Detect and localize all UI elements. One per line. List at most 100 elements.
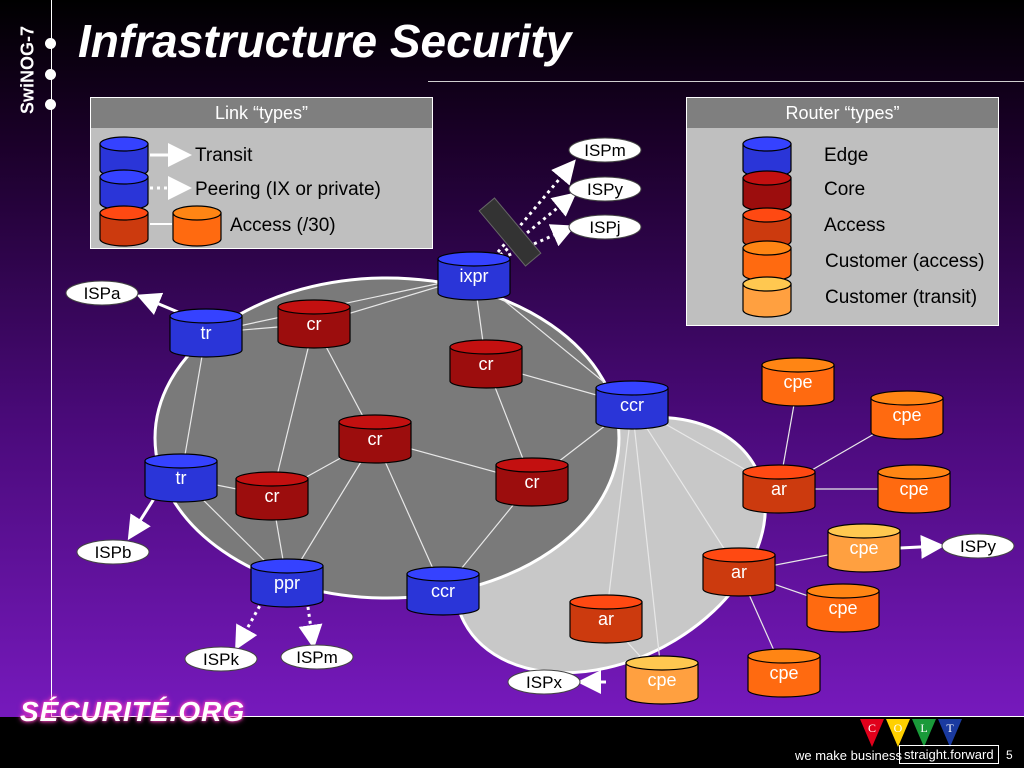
access-link <box>605 404 633 620</box>
isp-label: ISPk <box>203 650 239 669</box>
router-cr5: cr <box>235 471 309 521</box>
router-label: cr <box>307 314 322 334</box>
router-label: cpe <box>828 598 857 618</box>
isp-label: ISPm <box>584 141 626 160</box>
title-rule <box>428 81 1024 82</box>
legend-link-peering: Peering (IX or private) <box>195 179 381 200</box>
router-ixpr: ixpr <box>437 251 511 301</box>
peering-link <box>298 599 323 649</box>
legend-edge-cylinder <box>742 136 792 178</box>
router-label: cr <box>265 486 280 506</box>
router-cr2: cr <box>449 339 523 389</box>
isp-label: ISPx <box>526 673 562 692</box>
router-label: ccr <box>620 395 644 415</box>
isp-ispb: ISPb <box>76 539 150 565</box>
router-label: cpe <box>892 405 921 425</box>
router-ppr: ppr <box>250 558 324 608</box>
legend-router-core: Core <box>824 179 866 200</box>
access-link <box>374 438 444 592</box>
isp-ispj: ISPj <box>568 214 642 240</box>
router-label: ppr <box>274 573 300 593</box>
legend-cpe-cylinder <box>172 205 222 247</box>
slide-title: Infrastructure Security <box>78 15 572 67</box>
legend-link-access: Access (/30) <box>230 215 336 236</box>
router-ccr2: ccr <box>406 566 480 616</box>
isp-ispm1: ISPm <box>568 137 642 163</box>
legend-transit-cylinder <box>99 136 149 178</box>
router-cpe6: cpe <box>747 648 821 698</box>
router-label: cr <box>368 429 383 449</box>
colt-letter-o: O <box>886 719 910 747</box>
legend-router-access: Access <box>824 215 886 236</box>
page-number: 5 <box>1006 748 1013 762</box>
router-cpe7: cpe <box>625 655 699 705</box>
legend-router-customer-access: Customer (access) <box>825 251 985 272</box>
isp-ispy1: ISPy <box>568 176 642 202</box>
legend-customer-transit-cylinder <box>742 276 792 318</box>
bullet-dot <box>45 38 56 49</box>
bullet-dot <box>45 99 56 110</box>
isp-label: ISPb <box>95 543 132 562</box>
isp-label: ISPm <box>296 648 338 667</box>
footer-slogan-box: straight.forward <box>899 745 999 764</box>
router-cpe5: cpe <box>806 583 880 633</box>
legend-access-cylinder <box>742 207 792 249</box>
footer-bar <box>0 717 1024 768</box>
peering-link <box>235 599 265 651</box>
legend-link-types-header: Link “types” <box>91 98 432 128</box>
transit-link <box>899 534 945 559</box>
isp-label: ISPa <box>84 284 121 303</box>
isp-label: ISPy <box>587 180 623 199</box>
svg-text:O: O <box>894 721 903 735</box>
router-label: ar <box>771 479 787 499</box>
transit-link <box>127 493 159 541</box>
router-cr3: cr <box>338 414 412 464</box>
legend-router-types-header: Router “types” <box>687 98 998 128</box>
access-link <box>271 323 315 497</box>
ix-connector <box>478 197 542 267</box>
peering-link <box>496 159 576 253</box>
sidebar-divider <box>51 0 52 716</box>
router-cpe4: cpe <box>827 523 901 573</box>
router-ccr1: ccr <box>595 380 669 430</box>
router-label: ar <box>731 562 747 582</box>
transit-link <box>136 292 179 315</box>
router-cpe1: cpe <box>761 357 835 407</box>
router-label: cr <box>525 472 540 492</box>
svg-text:C: C <box>868 721 876 735</box>
bullet-dot <box>45 69 56 80</box>
access-link <box>631 404 740 573</box>
legend-router-types: Router “types” Edge Core Access Customer… <box>686 97 999 326</box>
colt-letter-t: T <box>938 719 962 747</box>
router-label: tr <box>176 468 187 488</box>
router-ar3: ar <box>569 594 643 644</box>
legend-customer-access-cylinder <box>742 240 792 282</box>
peering-link <box>501 224 576 260</box>
legend-link-transit: Transit <box>195 145 253 166</box>
router-cpe3: cpe <box>877 464 951 514</box>
isp-ispa: ISPa <box>65 280 139 306</box>
legend-router-edge: Edge <box>824 145 869 166</box>
legend-access-cylinder <box>99 205 149 247</box>
router-ar2: ar <box>702 547 776 597</box>
router-label: cpe <box>899 479 928 499</box>
isp-ispx: ISPx <box>507 669 581 695</box>
legend-peering-cylinder <box>99 169 149 211</box>
svg-text:T: T <box>946 721 954 735</box>
router-label: cpe <box>769 663 798 683</box>
router-label: cpe <box>647 670 676 690</box>
router-label: ixpr <box>459 266 488 286</box>
isp-ispk: ISPk <box>184 646 258 672</box>
router-cr1: cr <box>277 299 351 349</box>
legend-core-cylinder <box>742 170 792 212</box>
isp-label: ISPy <box>960 537 996 556</box>
router-ar1: ar <box>742 464 816 514</box>
footer-slogan: we make business <box>795 748 902 763</box>
router-tr1: tr <box>169 308 243 358</box>
router-label: ccr <box>431 581 455 601</box>
router-label: tr <box>201 323 212 343</box>
router-tr2: tr <box>144 453 218 503</box>
isp-label: ISPj <box>589 218 620 237</box>
securite-org-logo: SÉCURITÉ.ORG <box>20 696 246 727</box>
router-cr4: cr <box>495 457 569 507</box>
